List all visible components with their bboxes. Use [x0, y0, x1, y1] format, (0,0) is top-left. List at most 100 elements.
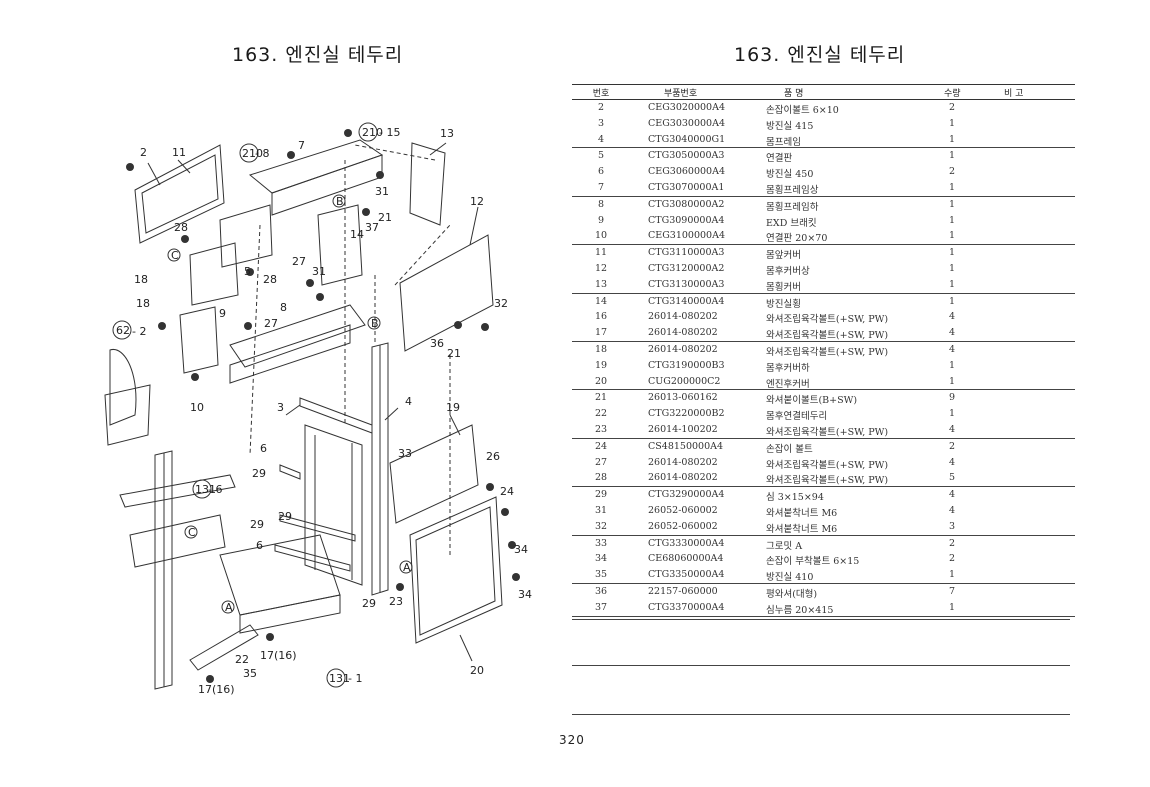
svg-text:- 2: - 2	[132, 325, 146, 338]
header-part-number: 부품번호	[664, 89, 698, 99]
cell-quantity: 7	[948, 585, 956, 597]
cell-no: 34	[594, 553, 608, 565]
cell-quantity: 1	[948, 117, 956, 129]
cell-part-number: CEG3020000A4	[648, 102, 726, 113]
svg-text:13: 13	[440, 127, 454, 140]
cell-no: 14	[594, 295, 608, 307]
cell-part-name: 와셔조립육각볼트(+SW, PW)	[766, 314, 889, 326]
cell-quantity: 1	[948, 150, 956, 162]
cell-part-number: CTG3050000A3	[648, 150, 725, 162]
cell-quantity: 2	[948, 537, 956, 549]
cell-quantity: 4	[948, 343, 956, 355]
cell-part-name: 와셔조립육각볼트(+SW, PW)	[766, 459, 889, 471]
cell-quantity: 1	[948, 295, 956, 307]
svg-text:29: 29	[362, 597, 376, 610]
table-body: 2 CEG3020000A4 손잡이볼트 6×10 2 3 CEG3030000A4 방진실…	[572, 100, 1075, 617]
cell-part-name: 손잡이 볼트	[766, 443, 813, 455]
cell-part-name: 몸후커버하	[766, 362, 810, 374]
engine-rear-cover-part	[409, 496, 503, 644]
svg-text:28: 28	[263, 273, 277, 286]
svg-text:6: 6	[260, 442, 267, 455]
cell-part-number: CTG3040000G1	[648, 133, 726, 145]
cell-part-number: 26013-060162	[648, 392, 718, 404]
cell-part-number: 26014-080202	[648, 327, 718, 339]
cell-part-number: CEG3060000A4	[648, 166, 726, 178]
cell-quantity: 3	[948, 520, 956, 532]
cell-no: 31	[594, 504, 608, 516]
cell-part-name: EXD 브래킷	[766, 217, 817, 229]
svg-text:28: 28	[174, 221, 188, 234]
cell-part-name: 평와셔(대형)	[766, 588, 818, 600]
svg-text:18: 18	[136, 297, 150, 310]
page-title-left: 163. 엔진실 테두리	[232, 44, 404, 66]
cell-quantity: 1	[948, 181, 956, 193]
svg-text:4: 4	[405, 395, 412, 408]
cell-quantity: 2	[948, 440, 956, 452]
cell-quantity: 1	[948, 133, 956, 145]
side-cover-part	[409, 142, 446, 226]
svg-text:21: 21	[447, 347, 461, 360]
cell-part-number: 22157-060000	[648, 585, 718, 597]
cell-no: 10	[594, 230, 608, 242]
cell-part-number: CTG3120000A2	[648, 262, 725, 274]
cell-no: 27	[594, 456, 608, 468]
page-number: 320	[559, 733, 585, 747]
cell-part-number: 26014-080202	[648, 343, 718, 355]
cell-no: 3	[597, 117, 605, 129]
cell-quantity: 2	[948, 553, 956, 565]
svg-text:11: 11	[172, 146, 186, 159]
cell-quantity: 1	[948, 601, 956, 613]
cell-no: 4	[597, 133, 605, 145]
cell-part-number: CTG3110000A3	[648, 247, 725, 259]
svg-text:C: C	[171, 249, 179, 262]
cell-part-name: 몸후커버상	[766, 265, 810, 277]
cell-part-name: 손잡이볼트 6×10	[766, 105, 839, 116]
cell-part-name: 몸앞커버	[766, 250, 801, 262]
svg-text:21: 21	[378, 211, 392, 224]
cell-no: 22	[594, 408, 608, 420]
cell-no: 13	[594, 278, 608, 290]
header-remarks: 비 고	[1004, 89, 1024, 99]
cell-part-number: CEG3030000A4	[648, 117, 726, 129]
cell-part-number: 26014-100202	[648, 423, 718, 435]
cell-no: 20	[594, 375, 608, 387]
svg-text:29: 29	[278, 510, 292, 523]
rear-lower-cover-part	[389, 424, 479, 524]
cell-part-number: CTG3140000A4	[648, 295, 725, 307]
cell-part-number: 26014-080202	[648, 472, 718, 484]
cell-quantity: 1	[948, 359, 956, 371]
cell-quantity: 9	[948, 392, 956, 404]
cell-part-name: 와셔붙이볼트(B+SW)	[766, 395, 858, 407]
cell-quantity: 4	[948, 423, 956, 435]
cell-part-name: 방진실 415	[766, 120, 814, 132]
blank-row-divider	[572, 665, 1070, 666]
svg-text:29: 29	[252, 467, 266, 480]
svg-text:27: 27	[264, 317, 278, 330]
cell-no: 29	[594, 489, 608, 501]
svg-text:B: B	[371, 317, 379, 330]
cell-quantity: 1	[948, 214, 956, 226]
cell-quantity: 1	[948, 278, 956, 290]
cell-quantity: 4	[948, 504, 956, 516]
cell-part-name: 몸횡프레임하	[766, 201, 819, 213]
